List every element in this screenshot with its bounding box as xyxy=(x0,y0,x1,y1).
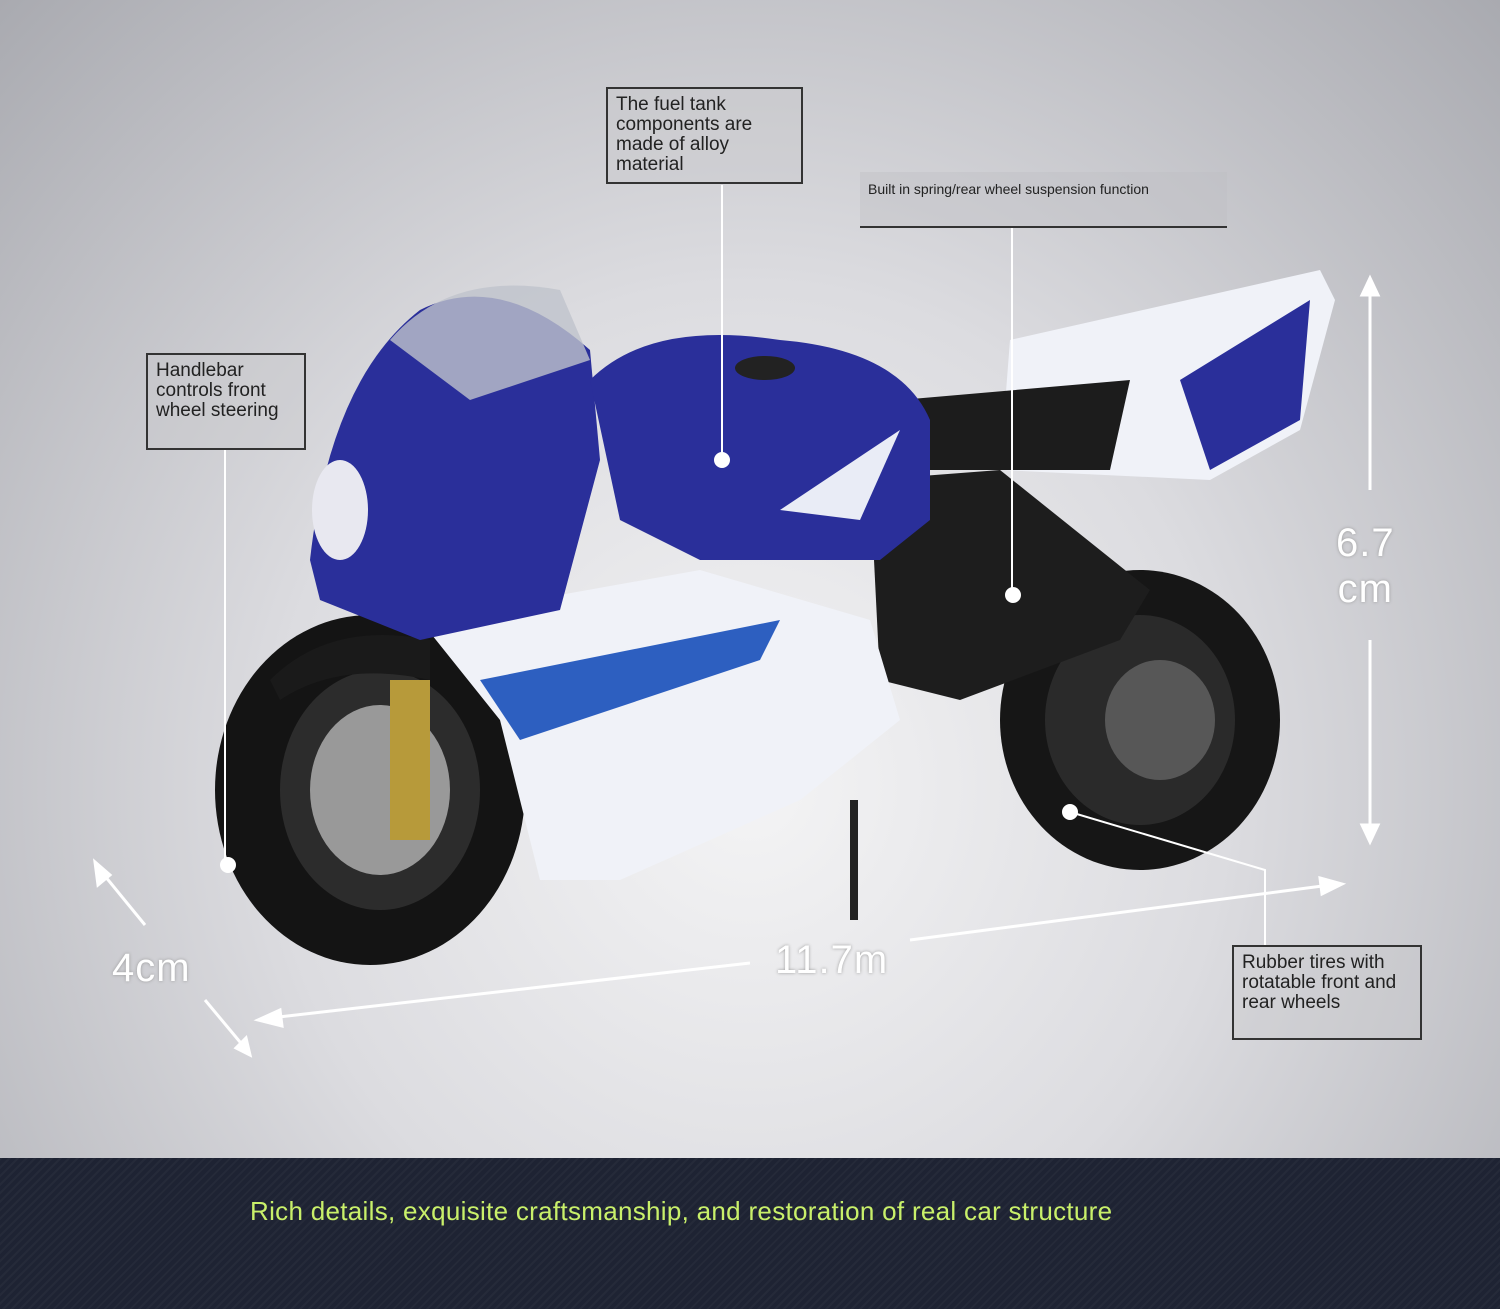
windscreen xyxy=(390,285,590,400)
callout-handlebar: Handlebar controls front wheel steering xyxy=(146,353,306,450)
lower-fairing xyxy=(420,570,900,880)
height-dimension: 6.7 cm xyxy=(1336,520,1395,612)
motorcycle-illustration xyxy=(93,185,1381,1058)
front-wheel xyxy=(215,615,525,965)
callout-suspension: Built in spring/rear wheel suspension fu… xyxy=(860,172,1227,228)
width-dimension: 4cm xyxy=(112,946,191,990)
height-unit: cm xyxy=(1337,567,1393,611)
length-dimension: 11.7m xyxy=(775,938,889,982)
callout-lines xyxy=(220,185,1266,945)
dimension-arrows xyxy=(93,274,1381,1058)
banner-text: Rich details, exquisite craftsmanship, a… xyxy=(250,1196,1113,1226)
front-fairing xyxy=(310,296,600,640)
callout-tires: Rubber tires with rotatable front and re… xyxy=(1232,945,1422,1040)
height-value: 6.7 xyxy=(1336,521,1395,565)
frame xyxy=(870,470,1150,700)
seat xyxy=(900,380,1130,470)
bottom-banner: Rich details, exquisite craftsmanship, a… xyxy=(0,1158,1500,1309)
callout-fuel-tank: The fuel tank components are made of all… xyxy=(606,87,803,184)
